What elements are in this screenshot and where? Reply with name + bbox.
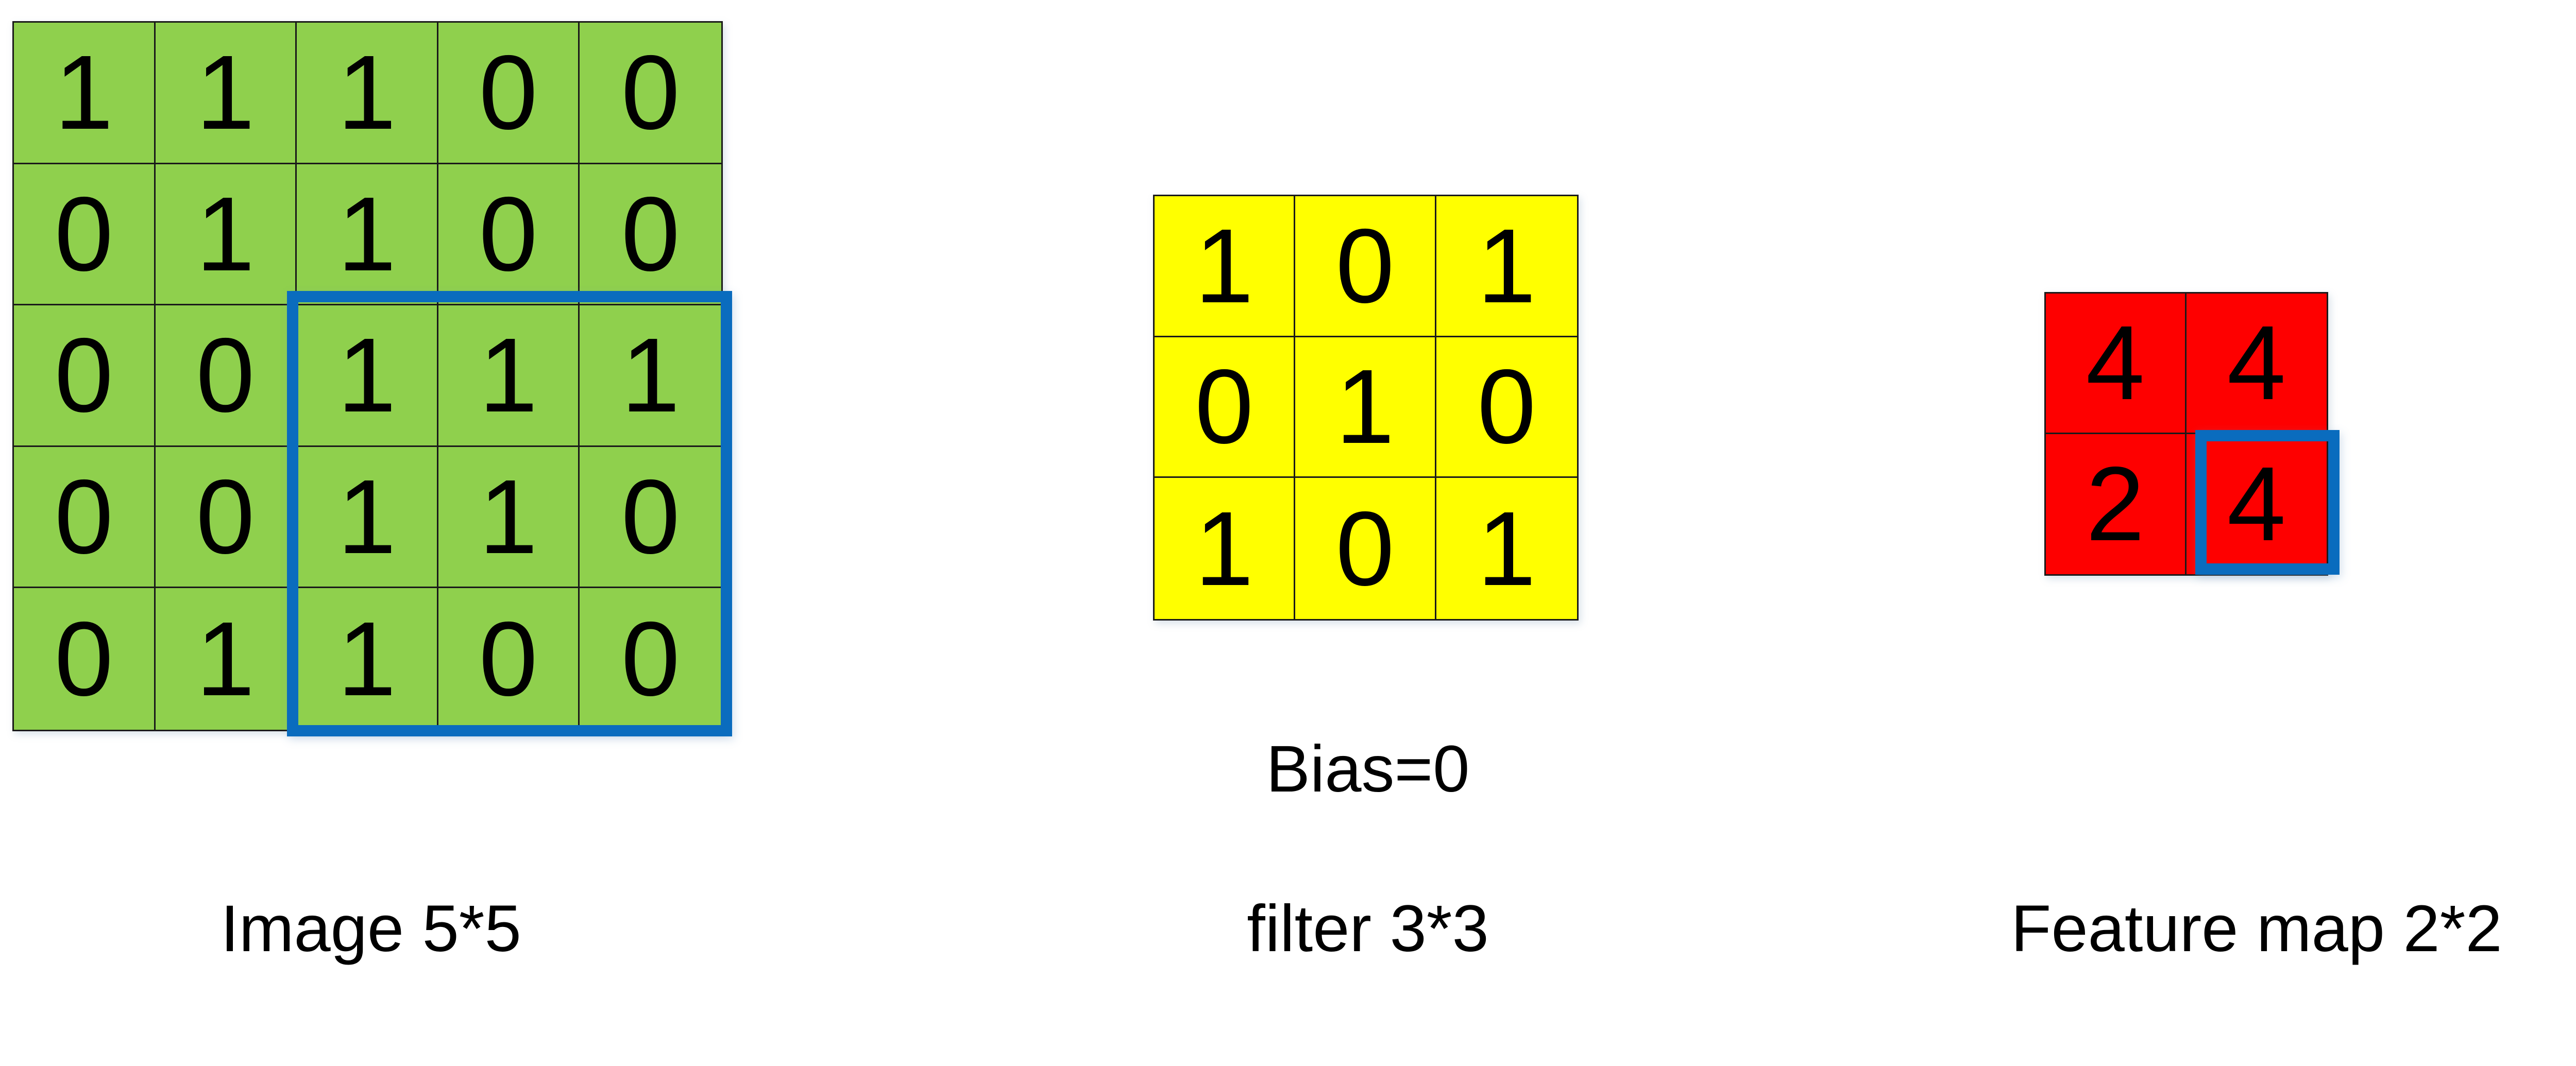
image-cell-r2c1: 0 — [14, 164, 156, 306]
image-cell-r1c1: 1 — [14, 23, 156, 164]
filter-caption: filter 3*3 — [1247, 892, 1489, 966]
image-receptive-field-highlight — [287, 291, 732, 736]
image-cell-r3c5: 1 — [580, 305, 721, 447]
image-cell-r4c4: 1 — [438, 446, 580, 589]
feature-cell-r2c2: 4 — [2186, 434, 2327, 574]
filter-cell-r1c2: 0 — [1295, 196, 1436, 337]
image-cell-r3c1: 0 — [14, 305, 156, 447]
feature-cell-r2c1: 2 — [2046, 434, 2187, 574]
image-cell-r2c3: 1 — [297, 164, 438, 306]
image-cell-r1c3: 1 — [297, 23, 438, 164]
image-cell-r5c3: 1 — [297, 588, 438, 730]
image-cell-r2c4: 0 — [438, 164, 580, 306]
image-cell-r2c2: 1 — [155, 164, 297, 306]
feature-map-output-highlight — [2195, 430, 2340, 575]
image-cell-r3c4: 1 — [438, 305, 580, 447]
filter-cell-r1c3: 1 — [1436, 196, 1577, 337]
image-cell-r4c5: 0 — [580, 446, 721, 589]
image-caption: Image 5*5 — [221, 892, 521, 966]
filter-cell-r2c3: 0 — [1436, 337, 1577, 478]
filter-cell-r3c1: 1 — [1155, 478, 1296, 619]
feature-map-matrix: 4 4 2 4 — [2044, 292, 2328, 576]
image-cell-r4c1: 0 — [14, 446, 156, 589]
feature-cell-r1c2: 4 — [2186, 294, 2327, 434]
image-cell-r3c3: 1 — [297, 305, 438, 447]
filter-cell-r3c2: 0 — [1295, 478, 1436, 619]
image-cell-r5c2: 1 — [155, 588, 297, 730]
filter-cell-r3c3: 1 — [1436, 478, 1577, 619]
image-cell-r4c2: 0 — [155, 446, 297, 589]
image-matrix: 1 1 1 0 0 0 1 1 0 0 0 0 1 1 1 0 0 1 1 0 … — [12, 21, 723, 731]
filter-cell-r2c2: 1 — [1295, 337, 1436, 478]
image-cell-r1c2: 1 — [155, 23, 297, 164]
feature-cell-r1c1: 4 — [2046, 294, 2187, 434]
feature-map-caption: Feature map 2*2 — [2011, 892, 2502, 966]
image-cell-r1c5: 0 — [580, 23, 721, 164]
filter-cell-r2c1: 0 — [1155, 337, 1296, 478]
filter-cell-r1c1: 1 — [1155, 196, 1296, 337]
image-cell-r5c4: 0 — [438, 588, 580, 730]
image-cell-r5c5: 0 — [580, 588, 721, 730]
image-cell-r1c4: 0 — [438, 23, 580, 164]
bias-label: Bias=0 — [1266, 732, 1470, 806]
image-cell-r2c5: 0 — [580, 164, 721, 306]
image-cell-r5c1: 0 — [14, 588, 156, 730]
filter-matrix: 1 0 1 0 1 0 1 0 1 — [1153, 195, 1579, 621]
image-cell-r3c2: 0 — [155, 305, 297, 447]
image-cell-r4c3: 1 — [297, 446, 438, 589]
